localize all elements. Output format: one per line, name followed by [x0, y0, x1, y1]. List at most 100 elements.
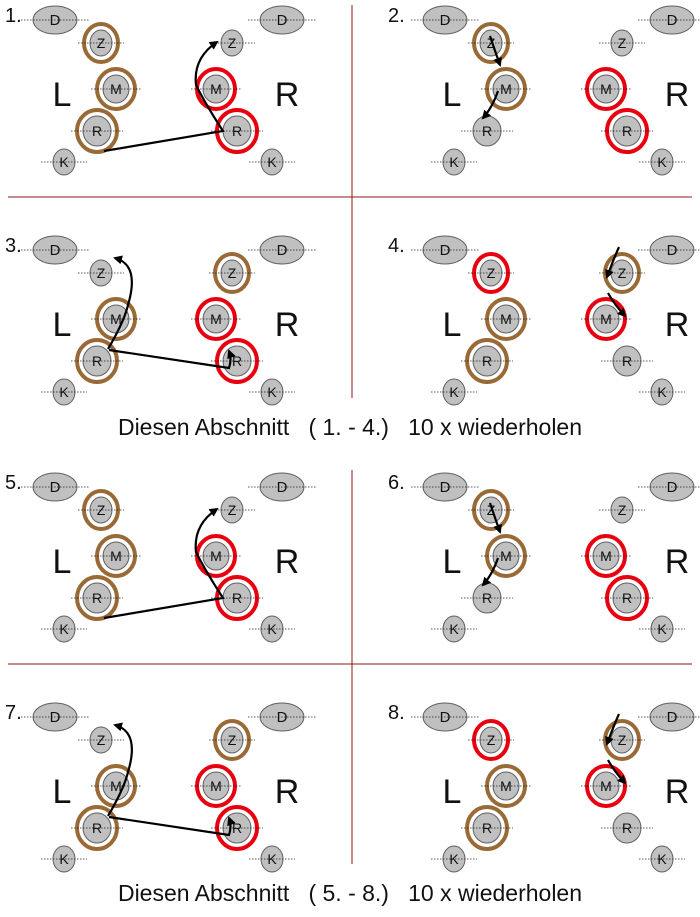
side-label-L: L — [443, 76, 462, 114]
block-R-M: M — [191, 297, 241, 341]
block-L-M: M — [481, 297, 531, 341]
block-R-Z: Z — [209, 496, 255, 524]
block-L-K: K — [41, 845, 87, 873]
block-R-D: D — [248, 235, 316, 265]
block-label: Z — [228, 732, 237, 748]
block-R-M: M — [581, 534, 631, 578]
block-L-K: K — [431, 378, 477, 406]
block-label: R — [232, 590, 242, 606]
block-label: R — [92, 590, 102, 606]
side-label-L: L — [53, 306, 72, 344]
block-R-D: D — [638, 235, 700, 265]
block-L-M: M — [91, 67, 141, 111]
block-R-R: R — [601, 108, 653, 154]
block-label: K — [267, 384, 277, 400]
block-R-K: K — [249, 615, 295, 643]
block-label: K — [267, 154, 277, 170]
block-label: Z — [618, 502, 627, 518]
block-L-D: D — [411, 235, 479, 265]
block-label: M — [210, 81, 222, 97]
block-L-D: D — [21, 235, 89, 265]
block-R-R: R — [211, 108, 263, 154]
block-label: D — [277, 709, 288, 726]
block-label: K — [267, 851, 277, 867]
block-R-K: K — [249, 845, 295, 873]
block-label: R — [92, 820, 102, 836]
block-label: Z — [97, 732, 106, 748]
step-number: 7. — [5, 702, 22, 724]
block-label: D — [277, 242, 288, 259]
block-label: K — [59, 851, 69, 867]
step-number: 6. — [388, 472, 405, 494]
block-label: K — [657, 154, 667, 170]
block-R-K: K — [639, 148, 685, 176]
block-L-R: R — [461, 805, 513, 851]
block-label: D — [50, 242, 61, 259]
side-label-R: R — [275, 306, 300, 344]
block-L-R: R — [71, 108, 123, 154]
block-L-Z: Z — [468, 252, 514, 294]
block-label: R — [622, 820, 632, 836]
move-arrow — [605, 713, 621, 746]
block-label: Z — [228, 265, 237, 281]
block-R-Z: Z — [599, 496, 645, 524]
block-label: R — [622, 353, 632, 369]
block-label: K — [449, 154, 459, 170]
block-label: Z — [97, 502, 106, 518]
block-L-D: D — [21, 472, 89, 502]
block-L-M: M — [91, 764, 141, 808]
step-number: 8. — [388, 702, 405, 724]
move-arrow — [103, 40, 225, 153]
block-R-D: D — [248, 5, 316, 35]
move-arrow — [108, 815, 236, 837]
block-label: D — [50, 479, 61, 496]
block-label: D — [667, 12, 678, 29]
block-R-M: M — [581, 67, 631, 111]
block-L-K: K — [41, 615, 87, 643]
block-R-Z: Z — [599, 719, 645, 761]
block-label: D — [277, 12, 288, 29]
block-L-M: M — [91, 297, 141, 341]
side-label-R: R — [665, 773, 690, 811]
move-arrow — [481, 90, 500, 120]
block-L-R: R — [71, 805, 123, 851]
block-L-M: M — [481, 534, 531, 578]
move-arrow — [107, 255, 133, 350]
block-label: R — [92, 123, 102, 139]
block-R-R: R — [601, 812, 653, 844]
block-label: K — [59, 154, 69, 170]
block-R-K: K — [639, 845, 685, 873]
block-label: M — [210, 311, 222, 327]
block-label: Z — [228, 502, 237, 518]
block-L-Z: Z — [468, 22, 514, 64]
block-R-D: D — [248, 472, 316, 502]
side-label-L: L — [53, 543, 72, 581]
block-L-R: R — [461, 338, 513, 384]
block-label: M — [210, 778, 222, 794]
block-label: R — [482, 353, 492, 369]
block-label: K — [657, 621, 667, 637]
block-label: Z — [618, 35, 627, 51]
block-label: K — [267, 621, 277, 637]
block-label: Z — [487, 732, 496, 748]
block-R-K: K — [249, 148, 295, 176]
block-L-M: M — [481, 764, 531, 808]
block-R-D: D — [638, 702, 700, 732]
move-arrow — [488, 502, 502, 534]
block-L-K: K — [41, 378, 87, 406]
block-label: K — [657, 384, 667, 400]
move-arrow — [607, 759, 627, 785]
block-label: D — [440, 12, 451, 29]
block-L-Z: Z — [78, 259, 124, 287]
move-arrow — [605, 246, 621, 279]
block-L-D: D — [411, 702, 479, 732]
block-L-K: K — [431, 845, 477, 873]
step-number: 2. — [388, 5, 405, 27]
block-L-D: D — [21, 702, 89, 732]
side-label-R: R — [665, 543, 690, 581]
block-R-K: K — [639, 378, 685, 406]
